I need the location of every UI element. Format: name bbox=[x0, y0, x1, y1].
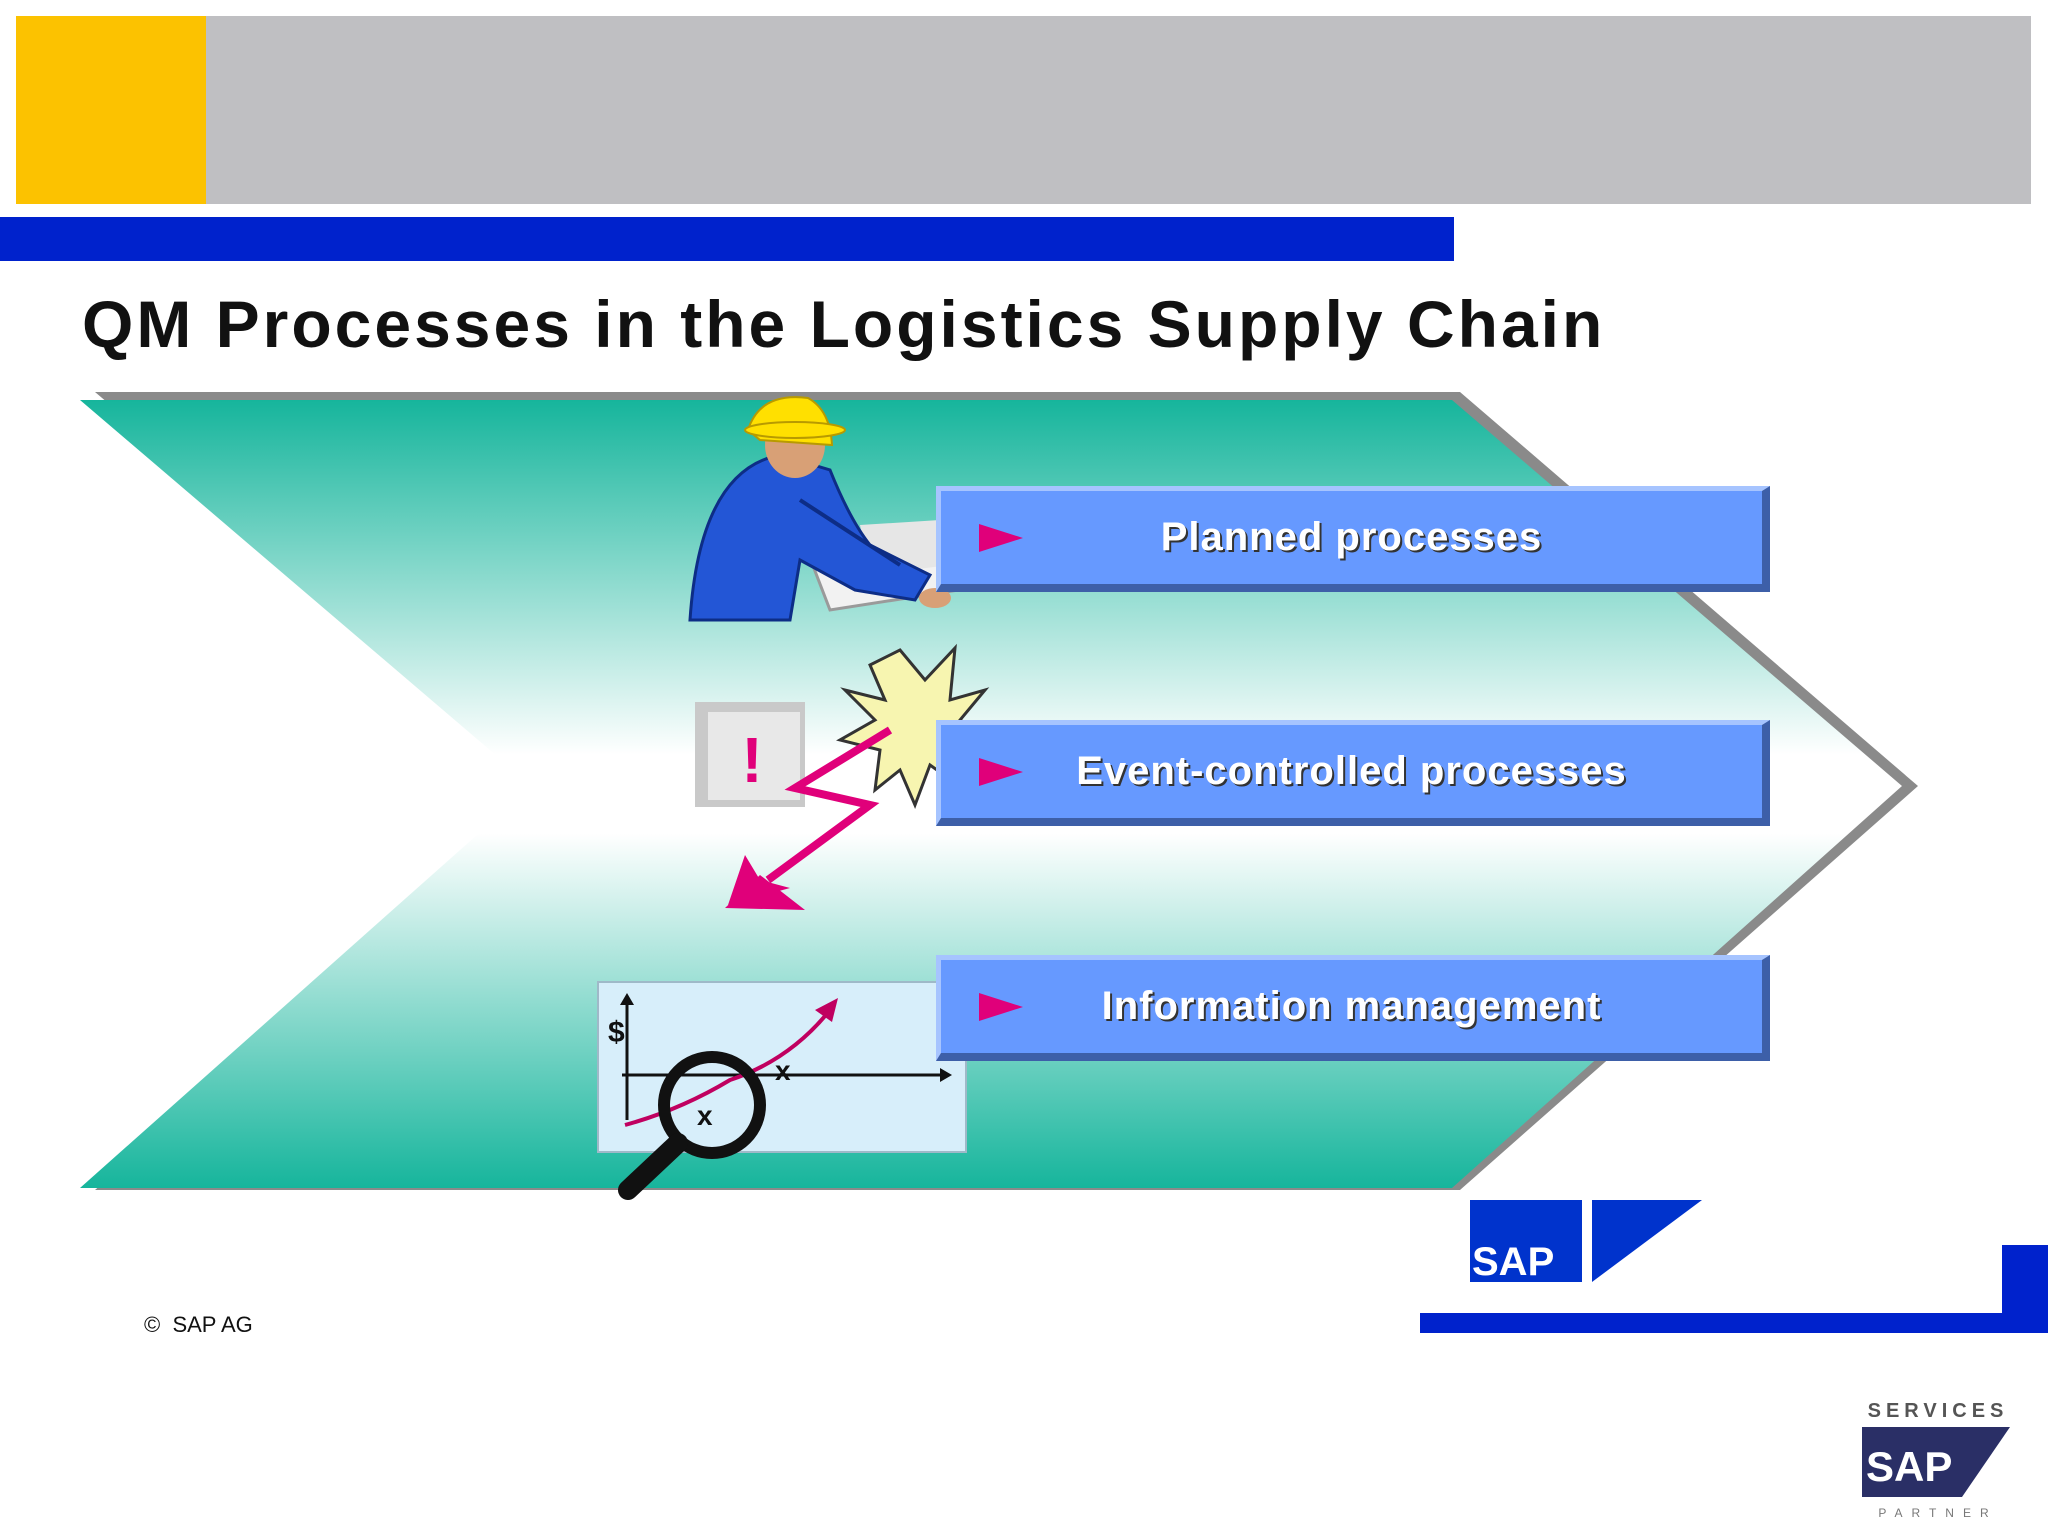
event-controlled-processes-button[interactable]: Event-controlled processes bbox=[936, 720, 1770, 826]
process-label: Information management bbox=[1101, 984, 1602, 1028]
header-blue-bar bbox=[0, 217, 1454, 261]
partner-text: PARTNER bbox=[1878, 1506, 1997, 1520]
planned-processes-button[interactable]: Planned processes bbox=[936, 486, 1770, 592]
services-text: SERVICES bbox=[1868, 1400, 2009, 1422]
information-management-button[interactable]: Information management bbox=[936, 955, 1770, 1061]
sap-services-partner-logo: SERVICES SAP PARTNER bbox=[1862, 1400, 2010, 1520]
slide-title: QM Processes in the Logistics Supply Cha… bbox=[82, 287, 1606, 361]
process-label: Event-controlled processes bbox=[1076, 749, 1627, 793]
warning-sign-icon: ! bbox=[695, 702, 805, 807]
sap-logo: SAP bbox=[1420, 1200, 2048, 1333]
chart-magnifier-icon: $ x x bbox=[597, 981, 967, 1200]
copyright-icon: © bbox=[144, 1312, 173, 1337]
sap-partner-logo-text: SAP bbox=[1866, 1443, 1952, 1490]
process-label: Planned processes bbox=[1160, 515, 1543, 559]
play-arrow-icon bbox=[979, 524, 1023, 552]
graph-point-label: x bbox=[775, 1055, 791, 1086]
play-arrow-icon bbox=[979, 758, 1023, 786]
graph-point-label: x bbox=[697, 1100, 713, 1131]
copyright-notice: © SAP AG bbox=[144, 1312, 253, 1338]
lightning-arrow-icon bbox=[725, 726, 893, 910]
header-yellow-block bbox=[16, 16, 206, 204]
play-arrow-icon bbox=[979, 993, 1023, 1021]
copyright-text: SAP AG bbox=[172, 1312, 253, 1337]
graph-y-label: $ bbox=[608, 1016, 625, 1049]
sap-logo-text: SAP bbox=[1472, 1240, 1554, 1284]
warning-exclamation: ! bbox=[741, 724, 762, 796]
header-gray-bar bbox=[206, 16, 2031, 204]
